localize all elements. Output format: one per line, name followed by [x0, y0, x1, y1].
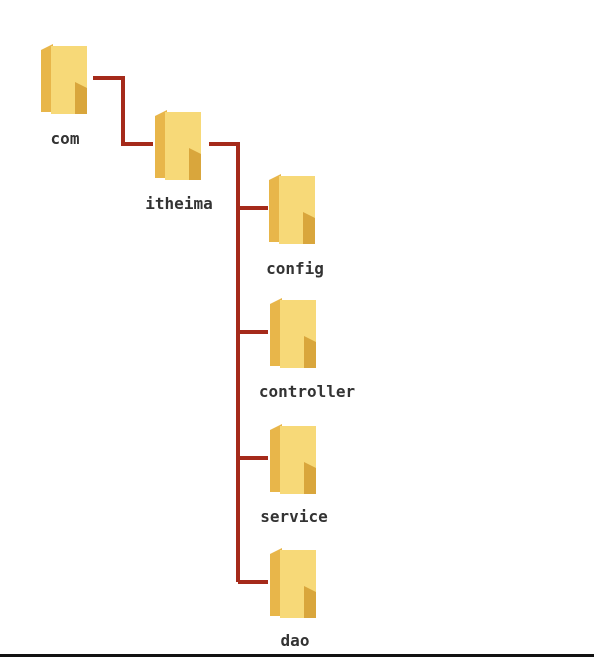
folder-icon	[270, 548, 316, 618]
folder-icon	[270, 424, 316, 494]
folder-label: itheima	[145, 194, 213, 213]
folder-label: controller	[258, 382, 356, 401]
folder-label: config	[266, 259, 324, 278]
folder-label: dao	[280, 631, 310, 650]
folder-label: com	[50, 129, 80, 148]
folder-icon	[155, 110, 201, 180]
connector-com-itheima	[93, 76, 153, 146]
bottom-rule	[0, 654, 594, 657]
folder-icon	[269, 174, 315, 244]
folder-icon	[41, 44, 87, 114]
connector-itheima-trunk	[209, 142, 240, 582]
folder-label: service	[260, 507, 328, 526]
folder-icon	[270, 298, 316, 368]
